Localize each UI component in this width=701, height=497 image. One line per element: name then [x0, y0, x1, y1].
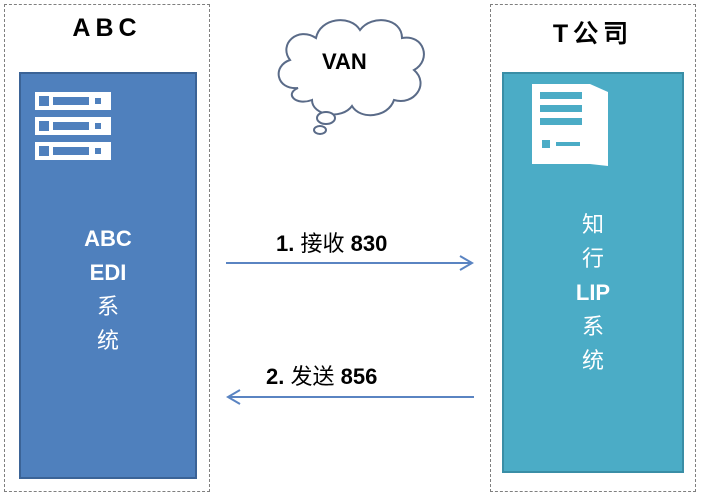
t-lip-system-label: 知 行 LIP 系 统: [504, 208, 682, 378]
t-lip-system-box: 知 行 LIP 系 统: [502, 72, 684, 473]
abc-edi-system-label: ABC EDI 系 统: [21, 222, 195, 358]
flow-verb: 接收: [300, 231, 345, 256]
t-company-title: T公司: [552, 20, 634, 48]
system-label-line: 统: [96, 328, 119, 353]
van-label: VAN: [322, 49, 367, 74]
flow-number: 2.: [266, 364, 285, 389]
receive-830-label: 1. 接收 830: [276, 226, 387, 258]
t-company-frame: [490, 4, 696, 492]
system-label-line: LIP: [575, 280, 611, 305]
system-label-line: ABC: [84, 226, 132, 251]
tower-server-icon: [532, 84, 608, 166]
system-label-line: 行: [581, 246, 604, 271]
flow-document: 856: [340, 364, 378, 389]
send-856-label: 2. 发送 856: [266, 359, 377, 391]
receive-830-arrowhead: [459, 255, 474, 271]
system-label-line: 系: [96, 294, 119, 319]
abc-company-frame: [4, 4, 210, 492]
send-856-arrowhead: [226, 389, 241, 405]
system-label-line: 知: [581, 212, 604, 237]
flow-number: 1.: [276, 231, 295, 256]
flow-verb: 发送: [290, 364, 335, 389]
system-label-line: 统: [581, 348, 604, 373]
system-label-line: EDI: [89, 260, 127, 285]
system-label-line: 系: [581, 314, 604, 339]
abc-company-title: ABC: [72, 14, 142, 42]
abc-edi-system-box: ABC EDI 系 统: [19, 72, 197, 479]
van-cloud-icon: [277, 19, 425, 135]
rack-server-icon: [35, 92, 111, 160]
flow-document: 830: [350, 231, 388, 256]
